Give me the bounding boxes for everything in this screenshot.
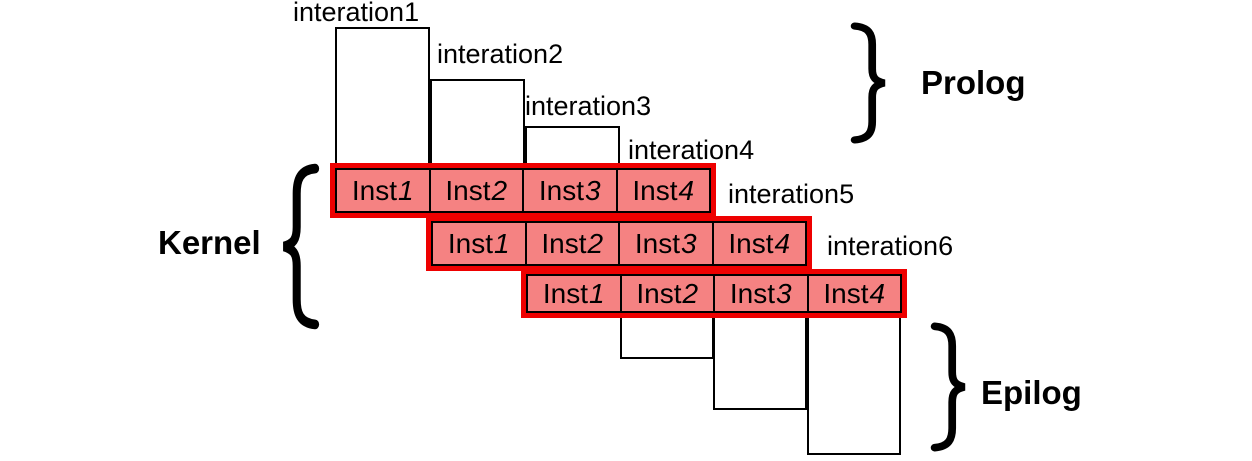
inst-num: 2: [682, 277, 699, 309]
inst-word: Inst: [538, 174, 585, 206]
prolog-label: Prolog: [921, 64, 1026, 101]
inst-word: Inst: [634, 227, 681, 259]
epilog-label: Epilog: [981, 374, 1082, 411]
epilog-brace-icon: [928, 322, 972, 457]
inst-word: Inst: [729, 277, 776, 309]
inst-num: 4: [678, 174, 695, 206]
inst-num: 3: [681, 227, 697, 259]
inst-word: Inst: [447, 227, 494, 259]
iteration-label-5: interation5: [728, 179, 855, 209]
inst-num: 3: [585, 174, 601, 206]
iteration-label-4: interation4: [628, 135, 755, 165]
inst-num: 3: [776, 277, 792, 309]
inst-word: Inst: [728, 227, 774, 259]
iteration-label-6: interation6: [827, 231, 954, 261]
inst-word: Inst: [542, 277, 589, 309]
inst-word: Inst: [351, 174, 398, 206]
inst-word: Inst: [445, 174, 491, 206]
prolog-brace-icon: [848, 22, 892, 149]
inst-num: 2: [491, 174, 508, 206]
inst-word: Inst: [636, 277, 682, 309]
inst-num: 1: [398, 174, 414, 206]
kernel-brace-icon: [276, 163, 322, 335]
inst-num: 4: [869, 277, 886, 309]
inst-num: 1: [589, 277, 605, 309]
kernel-label: Kernel: [158, 224, 261, 261]
iteration-label-2: interation2: [437, 39, 564, 69]
iteration-label-3: interation3: [525, 91, 652, 121]
inst-num: 4: [774, 227, 791, 259]
inst-num: 1: [494, 227, 510, 259]
inst-word: Inst: [823, 277, 869, 309]
inst-num: 2: [587, 227, 604, 259]
inst-word: Inst: [632, 174, 678, 206]
inst-word: Inst: [541, 227, 587, 259]
iteration-label-1: interation1: [293, 0, 420, 27]
